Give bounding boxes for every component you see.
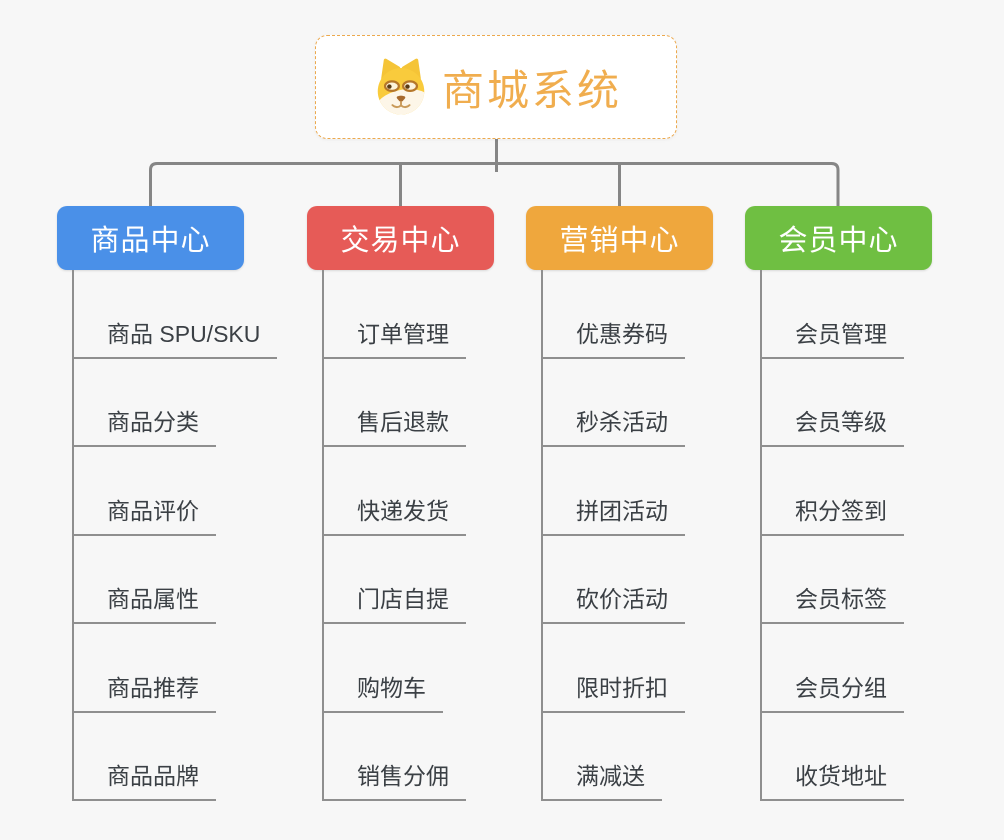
leaf-node[interactable]: 商品属性 xyxy=(74,536,216,624)
leaf-node[interactable]: 购物车 xyxy=(324,624,443,713)
branch-label: 会员中心 xyxy=(778,225,899,257)
leaf-label: 商品属性 xyxy=(107,586,199,612)
branch-header-product-center[interactable]: 商品中心 xyxy=(57,206,244,270)
branch-items-trade-center: 订单管理 售后退款 快递发货 门店自提 购物车 销售分佣 xyxy=(322,270,466,801)
branch-header-member-center[interactable]: 会员中心 xyxy=(745,206,932,270)
leaf-label: 优惠券码 xyxy=(576,320,668,347)
leaf-node[interactable]: 积分签到 xyxy=(762,447,904,536)
leaf-label: 会员管理 xyxy=(795,320,887,347)
leaf-label: 商品分类 xyxy=(107,409,199,435)
leaf-node[interactable]: 商品评价 xyxy=(74,447,216,536)
leaf-label: 砍价活动 xyxy=(576,586,668,612)
leaf-node[interactable]: 会员等级 xyxy=(762,359,904,447)
branch-label: 营销中心 xyxy=(559,225,680,257)
branch-label: 商品中心 xyxy=(90,225,211,257)
leaf-node[interactable]: 限时折扣 xyxy=(543,624,685,713)
leaf-label: 满减送 xyxy=(576,763,645,789)
leaf-label: 秒杀活动 xyxy=(576,409,668,435)
leaf-node[interactable]: 售后退款 xyxy=(324,359,466,447)
branch-items-product-center: 商品 SPU/SKU 商品分类 商品评价 商品属性 商品推荐 商品品牌 xyxy=(72,270,278,801)
leaf-node[interactable]: 商品分类 xyxy=(74,359,216,447)
branch-label: 交易中心 xyxy=(340,225,461,257)
leaf-label: 商品品牌 xyxy=(107,763,199,789)
root-title: 商城系统 xyxy=(441,66,622,114)
leaf-label: 拼团活动 xyxy=(576,497,668,524)
leaf-node[interactable]: 订单管理 xyxy=(324,270,466,359)
branch-items-member-center: 会员管理 会员等级 积分签到 会员标签 会员分组 收货地址 xyxy=(760,270,904,801)
leaf-node[interactable]: 秒杀活动 xyxy=(543,359,685,447)
leaf-label: 订单管理 xyxy=(357,320,449,347)
leaf-label: 会员分组 xyxy=(795,674,887,701)
leaf-node[interactable]: 商品 SPU/SKU xyxy=(74,270,278,359)
leaf-node[interactable]: 满减送 xyxy=(543,713,662,801)
leaf-label: 商品评价 xyxy=(107,497,199,524)
branch-items-marketing-center: 优惠券码 秒杀活动 拼团活动 砍价活动 限时折扣 满减送 xyxy=(541,270,685,801)
leaf-node[interactable]: 优惠券码 xyxy=(543,270,685,359)
leaf-label: 商品 SPU/SKU xyxy=(107,320,261,347)
leaf-node[interactable]: 门店自提 xyxy=(324,536,466,624)
leaf-node[interactable]: 会员管理 xyxy=(762,270,904,359)
leaf-label: 会员等级 xyxy=(795,409,887,435)
leaf-label: 商品推荐 xyxy=(107,674,199,701)
doge-icon xyxy=(377,58,425,115)
leaf-label: 售后退款 xyxy=(357,409,449,435)
root-node[interactable]: 商城系统 xyxy=(315,35,677,139)
leaf-node[interactable]: 拼团活动 xyxy=(543,447,685,536)
branch-header-marketing-center[interactable]: 营销中心 xyxy=(526,206,713,270)
leaf-label: 会员标签 xyxy=(795,586,887,612)
leaf-label: 销售分佣 xyxy=(357,763,449,789)
leaf-node[interactable]: 快递发货 xyxy=(324,447,466,536)
branch-header-trade-center[interactable]: 交易中心 xyxy=(307,206,494,270)
leaf-node[interactable]: 销售分佣 xyxy=(324,713,466,801)
leaf-label: 购物车 xyxy=(357,674,426,701)
leaf-label: 门店自提 xyxy=(357,586,449,612)
leaf-label: 快递发货 xyxy=(357,497,449,524)
rail-line xyxy=(149,162,840,206)
leaf-node[interactable]: 会员分组 xyxy=(762,624,904,713)
leaf-label: 收货地址 xyxy=(795,763,887,789)
leaf-label: 积分签到 xyxy=(795,497,887,524)
leaf-node[interactable]: 砍价活动 xyxy=(543,536,685,624)
leaf-node[interactable]: 收货地址 xyxy=(762,713,904,801)
leaf-node[interactable]: 商品推荐 xyxy=(74,624,216,713)
leaf-label: 限时折扣 xyxy=(576,674,668,701)
leaf-node[interactable]: 会员标签 xyxy=(762,536,904,624)
leaf-node[interactable]: 商品品牌 xyxy=(74,713,216,801)
